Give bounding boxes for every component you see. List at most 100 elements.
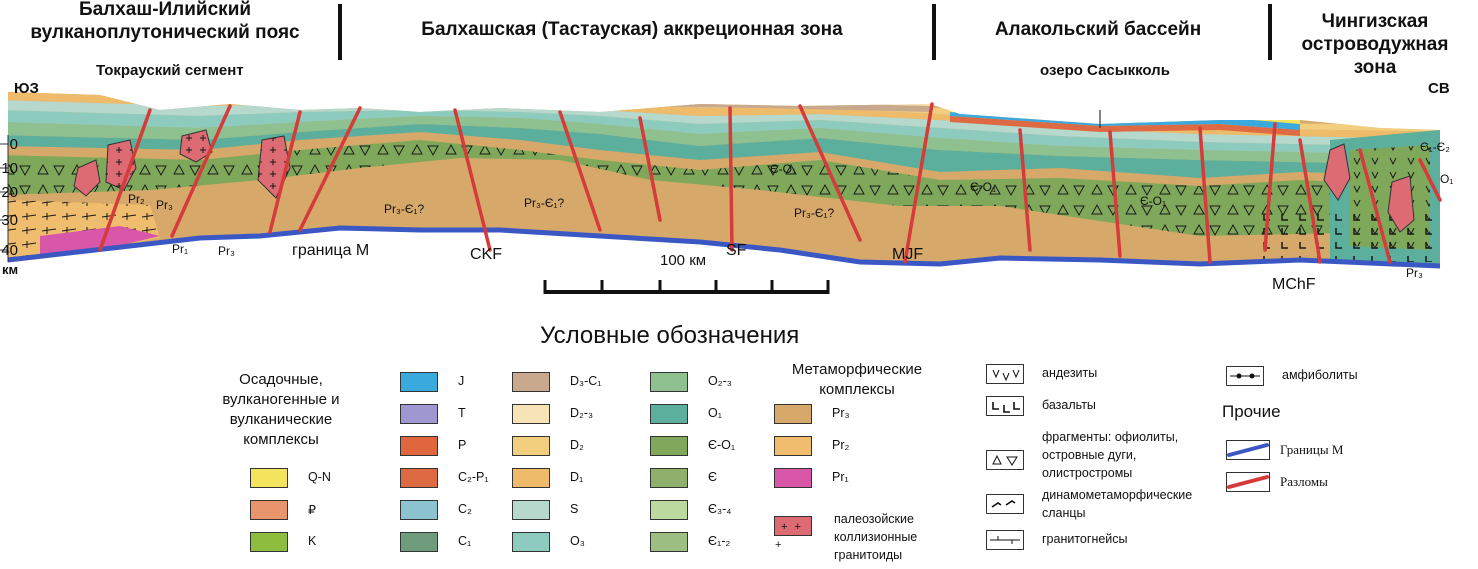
zone-title: Балхаш-Илийский вулканоплутонический поя… [30, 0, 300, 43]
legend-sed-swatch [400, 532, 438, 552]
legend-sed-label: Є [708, 470, 717, 484]
legend-sed-swatch [650, 404, 688, 424]
pattern-label: базальты [1042, 398, 1096, 412]
zone-title: Алакольский бассейн [994, 19, 1202, 40]
gneiss-pattern-icon [986, 530, 1024, 550]
zone-title: Балхашская (Тастауская) аккреционная зон… [421, 19, 843, 40]
unit-label-e-o1: Є-O₁ [1140, 194, 1167, 208]
legend-sed-swatch [512, 404, 550, 424]
legend-meta-swatch [774, 404, 812, 424]
depth-tick: 40 [1, 242, 18, 259]
unit-label-pr3: Pr₃ [1406, 266, 1423, 280]
legend-sed-label: P [458, 438, 467, 452]
other-legend-label: Границы М [1280, 442, 1344, 457]
legend-sed-swatch [650, 372, 688, 392]
legend-sed-label: T [458, 406, 466, 420]
legend-sed-swatch [400, 436, 438, 456]
legend-sed-swatch [650, 468, 688, 488]
zone-title: Чингизская островодужная зона [1301, 11, 1449, 78]
legend-sed-label: C₂ [458, 502, 472, 516]
legend-title: Условные обозначения [540, 322, 800, 349]
geologic-cross-section [0, 92, 1442, 294]
legend-sed-swatch [512, 436, 550, 456]
zone-divider [1268, 4, 1272, 60]
pattern-label: андезиты [1042, 366, 1098, 380]
legend-sed-swatch [250, 500, 288, 520]
unit-label-e-o1: Є-O₁ [770, 162, 797, 176]
legend-group-title: Осадочные, вулканогенные и вулканические… [222, 371, 340, 448]
legend-sed-label: D₃-C₁ [570, 374, 602, 388]
depth-tick: 10 [1, 160, 18, 177]
unit-label-pr3-e1: Pr₃-Є₁? [384, 202, 425, 216]
legend-meta-swatch [774, 468, 812, 488]
unit-label-pr3: Pr₃ [218, 244, 235, 258]
legend-sed-swatch [650, 436, 688, 456]
fault-label-mjf: MJF [892, 246, 924, 263]
moho-label: граница M [292, 242, 370, 259]
legend-sed-swatch [512, 532, 550, 552]
legend-group-title: Метаморфические комплексы [791, 361, 923, 398]
legend-sed-label: Є-O₁ [708, 438, 736, 452]
schist-pattern-icon [986, 494, 1024, 514]
legend-sed-swatch [512, 500, 550, 520]
legend-meta-label: Pr₂ [832, 438, 850, 452]
legend-sed-label: O₃ [570, 534, 585, 548]
legend-sed-swatch [400, 468, 438, 488]
legend-sed-label: Є₃-₄ [708, 502, 732, 516]
pattern-label: гранитогнейсы [1042, 532, 1128, 546]
triangle-pattern-icon [986, 450, 1024, 470]
unit-label-o1: O₁ [1440, 172, 1454, 186]
other-legend-label: Разломы [1280, 474, 1328, 489]
legend-sed-label: K [308, 534, 317, 548]
legend-sed-label: C₂-P₁ [458, 470, 489, 484]
ne-direction-label: СВ [1428, 80, 1450, 97]
granitoid-swatch: + + + [774, 516, 812, 551]
legend-sed-swatch [250, 532, 288, 552]
moho-boundary-icon [1226, 440, 1270, 460]
unit-label-e1-e2: Є₁-Є₂ [1420, 140, 1450, 154]
fault-line-icon [1226, 472, 1270, 492]
depth-tick: 0 [9, 136, 18, 153]
pattern-label: амфиболиты [1282, 368, 1358, 382]
segment-label: Токрауский сегмент [96, 62, 244, 79]
depth-unit: км [2, 262, 19, 277]
legend-sed-label: O₂-₃ [708, 374, 732, 388]
andesite-pattern-icon [986, 364, 1024, 384]
zone-divider [932, 4, 936, 60]
legend-group-title: Прочие [1222, 402, 1281, 421]
fault-label-sf: SF [726, 242, 747, 259]
basalt-pattern-icon [986, 396, 1024, 416]
legend-sed-label: ₽ [308, 503, 316, 517]
legend-sed-label: O₁ [708, 406, 722, 420]
legend-sed-swatch [250, 468, 288, 488]
depth-tick: 30 [1, 212, 18, 229]
legend-sed-label: D₁ [570, 470, 584, 484]
legend-sed-label: C₁ [458, 534, 472, 548]
legend-sed-swatch [512, 468, 550, 488]
legend-sed-swatch [400, 404, 438, 424]
pattern-label: динамометаморфические сланцы [1042, 488, 1193, 520]
legend-sed-label: D₂-₃ [570, 406, 594, 420]
fault-label-ckf: CKF [470, 246, 502, 263]
unit-label-pr3-e1: Pr₃-Є₁? [524, 196, 565, 210]
legend-sed-label: Q-N [308, 470, 331, 484]
legend-sed-label: Є₁-₂ [708, 534, 731, 548]
granitoid-label: палеозойские коллизионные гранитоиды [834, 512, 918, 562]
legend-sed-label: J [458, 374, 465, 388]
scale-bar-label: 100 км [660, 252, 707, 269]
legend-sed-label: S [570, 502, 579, 516]
legend-sed-swatch [650, 532, 688, 552]
zone-divider [338, 4, 342, 60]
lake-label: озеро Сасыкколь [1040, 62, 1170, 79]
legend-meta-label: Pr₃ [832, 406, 850, 420]
legend-sed-swatch [400, 500, 438, 520]
pattern-label: фрагменты: офиолиты, островные дуги, оли… [1042, 430, 1179, 480]
legend-sed-swatch [400, 372, 438, 392]
legend-meta-label: Pr₁ [832, 470, 849, 484]
legend-sed-label: D₂ [570, 438, 584, 452]
fault-label-mchf: MChF [1272, 276, 1316, 293]
legend-sed-swatch [512, 372, 550, 392]
depth-tick: 20 [1, 184, 18, 201]
unit-label-pr3: Pr₃ [156, 198, 173, 212]
sw-direction-label: ЮЗ [14, 80, 39, 97]
